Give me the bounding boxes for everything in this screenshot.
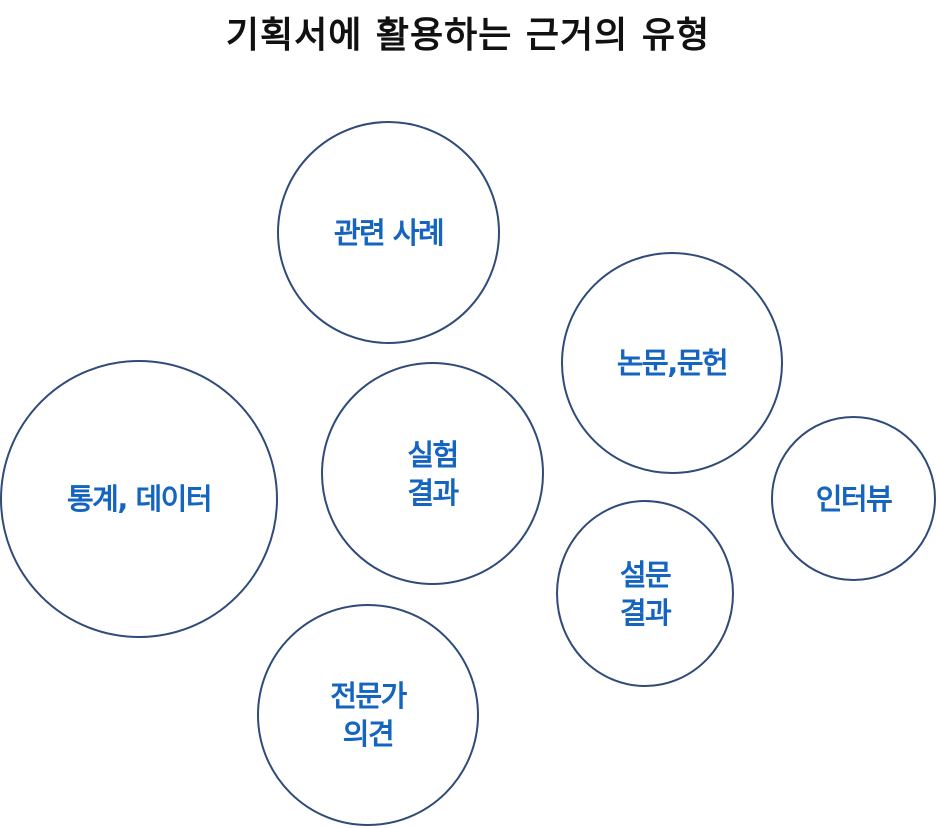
bubble-statistics-data: 통계, 데이터 [0, 360, 278, 638]
bubble-papers-literature: 논문,문헌 [561, 252, 783, 474]
bubble-interview: 인터뷰 [771, 416, 936, 581]
bubble-label-experiment-results: 실험 결과 [407, 437, 459, 510]
bubble-label-statistics-data: 통계, 데이터 [66, 482, 213, 516]
bubble-expert-opinion: 전문가 의견 [257, 604, 479, 826]
bubble-related-cases: 관련 사례 [277, 121, 500, 344]
bubble-label-papers-literature: 논문,문헌 [616, 346, 729, 380]
diagram-title: 기획서에 활용하는 근거의 유형 [225, 15, 711, 56]
bubble-label-survey-results: 설문 결과 [619, 557, 672, 630]
bubble-label-expert-opinion: 전문가 의견 [330, 679, 407, 751]
bubble-label-related-cases: 관련 사례 [333, 215, 445, 250]
bubble-survey-results: 설문 결과 [556, 500, 734, 687]
bubble-experiment-results: 실험 결과 [321, 362, 544, 585]
bubble-label-interview: 인터뷰 [815, 481, 893, 516]
